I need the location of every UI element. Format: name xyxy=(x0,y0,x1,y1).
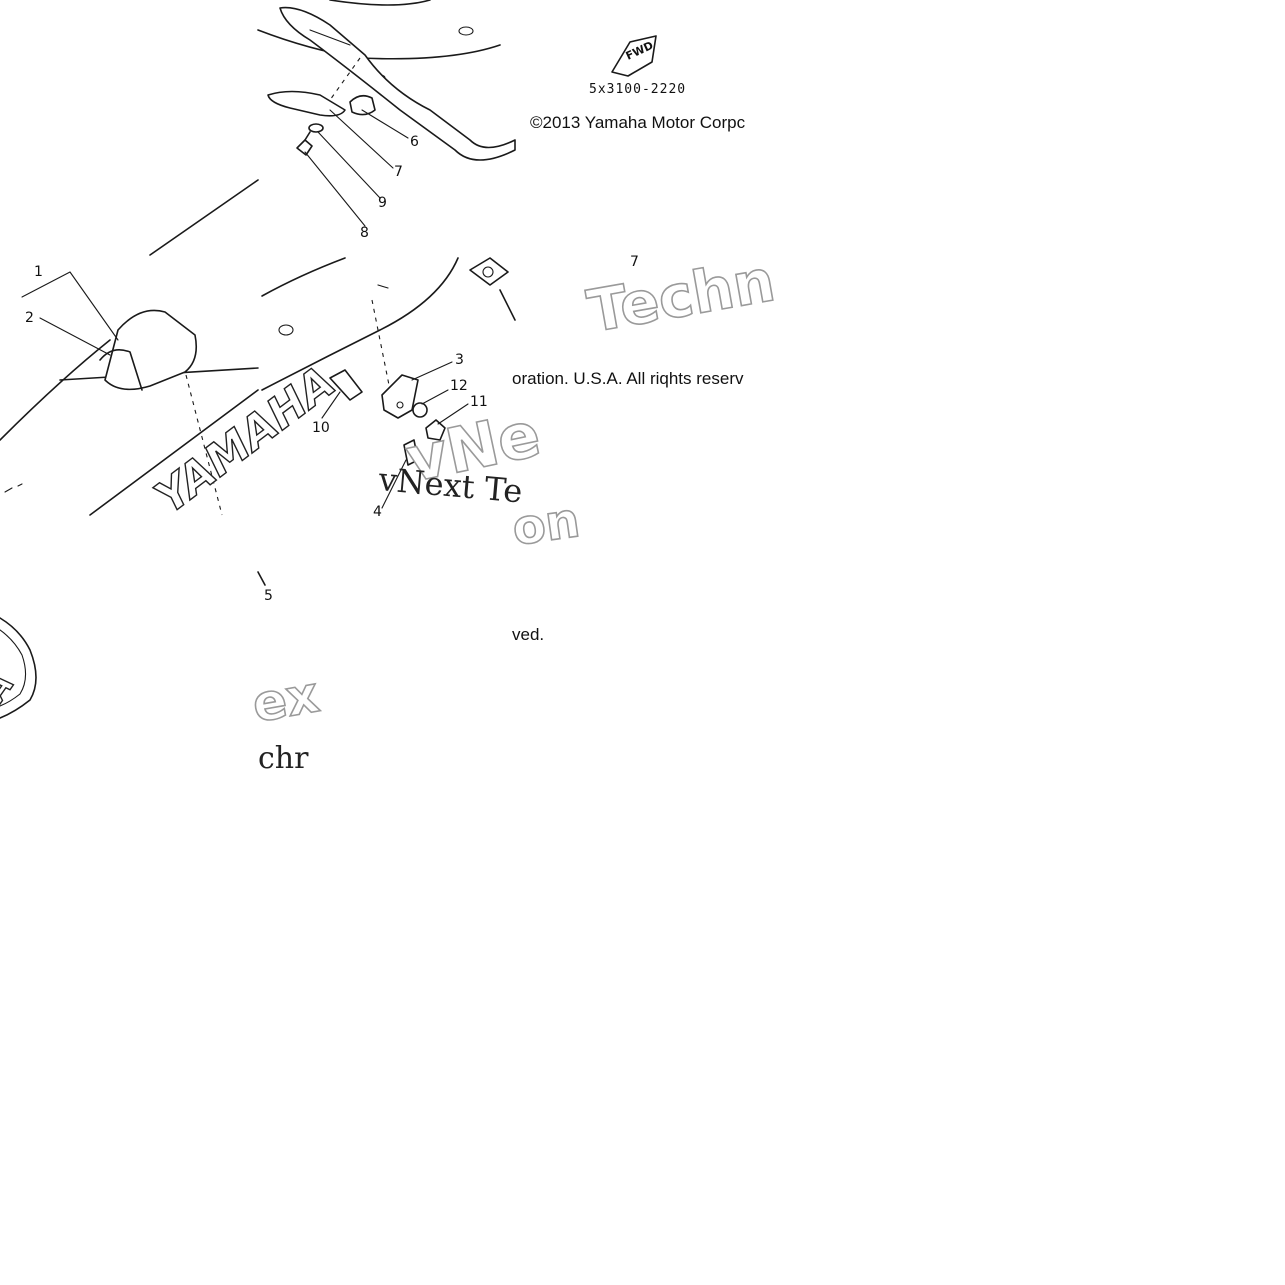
watermark-techn: Techn xyxy=(583,246,780,346)
rear-fender-tile-top: 6 7 9 8 xyxy=(257,0,516,241)
leader-2 xyxy=(39,317,111,356)
grab-handle-centerline xyxy=(185,374,223,516)
callout-4: 4 xyxy=(373,504,382,520)
leader-9 xyxy=(317,131,381,199)
callout-2: 2 xyxy=(25,310,34,326)
fender-edge-right xyxy=(499,289,516,321)
bracket-centerline xyxy=(371,299,393,401)
callout-3: 3 xyxy=(455,352,464,368)
watermark-on: on xyxy=(509,492,583,557)
leader-8 xyxy=(304,151,366,227)
seat-edge-left xyxy=(0,339,111,441)
bracket-hole xyxy=(396,401,404,409)
fwd-arrow-icon xyxy=(611,35,657,77)
leader-11 xyxy=(437,403,469,425)
callout-10: 10 xyxy=(312,420,330,436)
grab-handle xyxy=(104,309,198,391)
watermark-tick: 7 xyxy=(630,254,639,270)
bolt-shank xyxy=(304,131,311,141)
fender-mark xyxy=(377,284,389,289)
fender-hole-center xyxy=(278,324,294,336)
rear-fender-tile-center: 3 12 11 10 4 vNe vNext Te xyxy=(261,257,547,520)
copyright-line-3: ved. xyxy=(512,625,544,644)
clip-nut xyxy=(469,257,509,286)
seat-edge-upper xyxy=(149,179,259,256)
callout-12: 12 xyxy=(450,378,468,394)
screw-4 xyxy=(403,439,419,466)
fender-edge-main xyxy=(261,257,459,391)
seat-cowl-tile-left: 1 2 YAMAHA xyxy=(0,179,345,524)
tail-cowl-piece xyxy=(279,6,516,161)
leader-3 xyxy=(411,361,453,381)
fender-edge-upper xyxy=(329,0,431,6)
bracket-3 xyxy=(381,374,419,419)
clip-nut-hole xyxy=(482,266,494,278)
brand-lettering: YAMAHA xyxy=(146,356,345,523)
watermark-chr: chr xyxy=(258,741,309,776)
bolt-10 xyxy=(329,369,363,401)
damper-part xyxy=(349,94,376,116)
callout-6: 6 xyxy=(410,134,419,150)
badge-outline xyxy=(0,617,37,719)
callout-1: 1 xyxy=(34,264,43,280)
leader-6 xyxy=(361,109,409,139)
leader-4 xyxy=(381,459,407,509)
watermark-ex: ex xyxy=(248,665,323,734)
leader-12 xyxy=(421,389,449,405)
collar-12 xyxy=(412,402,428,418)
bolt-part xyxy=(296,139,313,156)
callout-5: 5 xyxy=(264,588,273,604)
fender-hole xyxy=(458,26,474,36)
callout-9: 9 xyxy=(378,195,387,211)
seat-line-lower xyxy=(89,389,259,516)
fwd-legend-tile: FWD 5x3100-2220 ©2013 Yamaha Motor Corpc… xyxy=(512,35,781,388)
nut-11 xyxy=(425,419,446,441)
side-badge-fragment: A xyxy=(0,617,37,719)
badge-inner-outline xyxy=(0,629,27,707)
grab-handle-inner xyxy=(99,349,143,391)
part-code: 5x3100-2220 xyxy=(589,82,686,97)
badge-lettering: A xyxy=(0,665,22,712)
leader-1 xyxy=(21,271,119,341)
copyright-line-2: oration. U.S.A. All riqhts reserv xyxy=(512,369,744,388)
leader-7 xyxy=(329,109,394,169)
callout-7: 7 xyxy=(394,164,403,180)
callout-11: 11 xyxy=(470,394,488,410)
fender-edge-left xyxy=(261,257,346,297)
leader-5 xyxy=(257,571,266,586)
callout-8: 8 xyxy=(360,225,369,241)
seat-mark xyxy=(4,483,23,493)
lower-fragments: on 5 ved. ex chr xyxy=(247,491,584,776)
leader-10 xyxy=(321,391,341,419)
tail-cowl-detail xyxy=(309,29,351,46)
copyright-line-1: ©2013 Yamaha Motor Corpc xyxy=(530,113,746,132)
washer-part xyxy=(308,123,324,133)
